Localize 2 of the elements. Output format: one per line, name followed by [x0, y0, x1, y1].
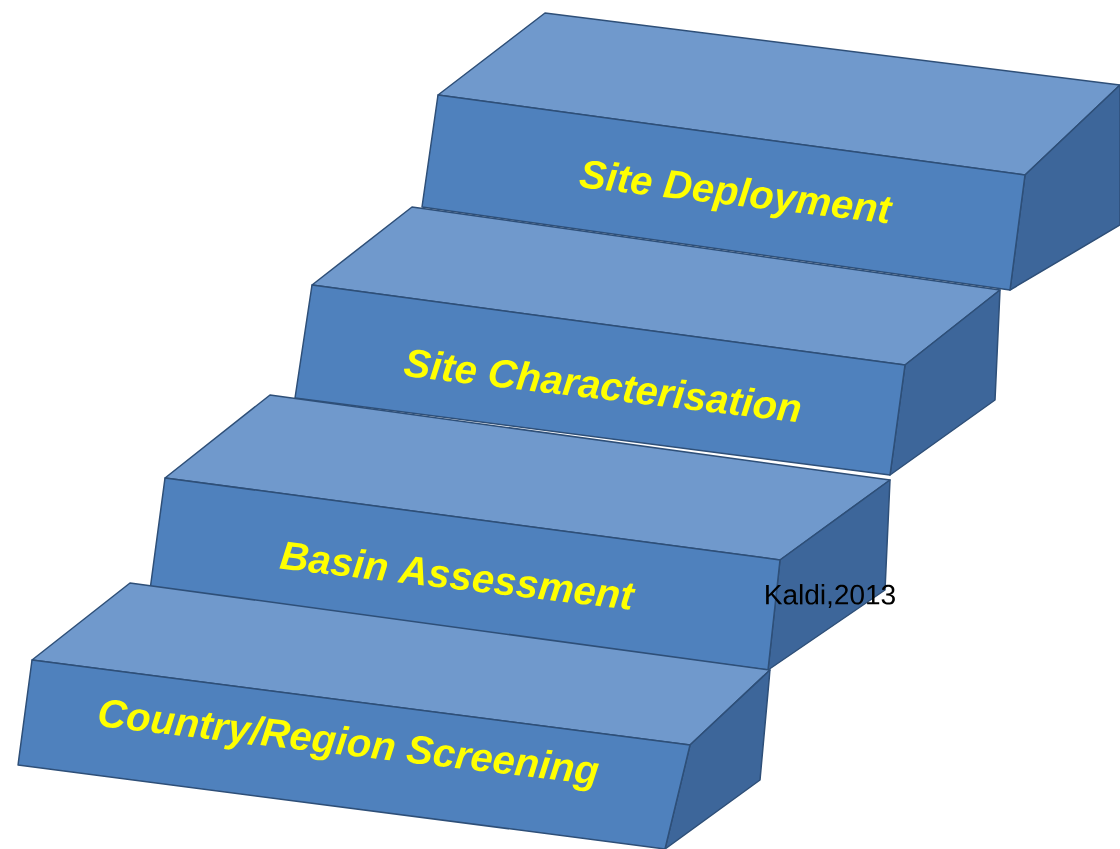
- node-label: Country/Region Screening: [99, 700, 600, 792]
- stair-step: Site Deployment: [421, 12, 1120, 291]
